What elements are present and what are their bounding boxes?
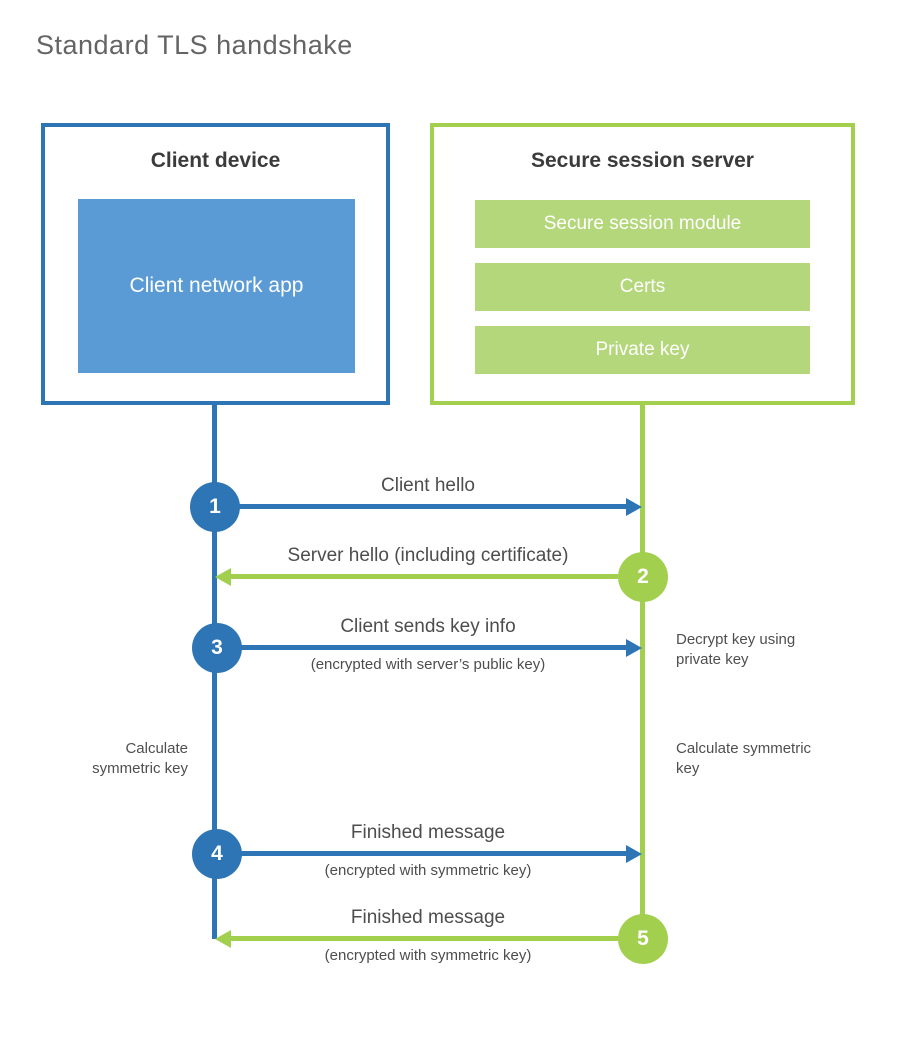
client-network-app-label: Client network app: [129, 273, 304, 297]
step-2-label: Server hello (including certificate): [287, 545, 569, 566]
step-1-label: Client hello: [381, 475, 475, 496]
step-5-arrow: [231, 936, 618, 941]
step-1-arrowhead-icon: [626, 498, 642, 516]
step-4-label: Finished message: [350, 822, 506, 843]
step-3-sublabel: (encrypted with server’s public key): [310, 656, 546, 673]
secure-session-server-box: Secure session server Secure session mod…: [430, 123, 855, 405]
step-5-badge: 5: [618, 914, 668, 964]
step-2-badge: 2: [618, 552, 668, 602]
calculate-symmetric-key-note-right: Calculate symmetric key: [676, 740, 812, 778]
step-5-arrowhead-icon: [215, 930, 231, 948]
step-2-arrowhead-icon: [215, 568, 231, 586]
step-4-arrow: [217, 851, 626, 856]
server-module-private-key: Private key: [475, 326, 810, 374]
server-module-secure-session: Secure session module: [475, 200, 810, 248]
server-module-certs: Certs: [475, 263, 810, 311]
client-device-box: Client device Client network app: [41, 123, 390, 405]
secure-session-server-title: Secure session server: [531, 149, 754, 172]
decrypt-key-note: Decrypt key using private key: [676, 631, 796, 669]
page-title: Standard TLS handshake: [36, 30, 353, 60]
step-4-badge: 4: [192, 829, 242, 879]
step-3-arrow: [217, 645, 626, 650]
step-4-arrowhead-icon: [626, 845, 642, 863]
client-network-app-box: Client network app: [78, 199, 355, 373]
step-1-badge: 1: [190, 482, 240, 532]
step-3-arrowhead-icon: [626, 639, 642, 657]
server-lifeline: [640, 405, 645, 939]
step-3-label: Client sends key info: [340, 616, 516, 637]
step-4-sublabel: (encrypted with symmetric key): [324, 862, 532, 879]
step-2-arrow: [231, 574, 618, 579]
calculate-symmetric-key-note-left: Calculate symmetric key: [92, 740, 188, 778]
step-5-label: Finished message: [350, 907, 506, 928]
step-5-sublabel: (encrypted with symmetric key): [324, 947, 532, 964]
client-device-title: Client device: [150, 149, 281, 172]
step-1-arrow: [215, 504, 626, 509]
step-3-badge: 3: [192, 623, 242, 673]
